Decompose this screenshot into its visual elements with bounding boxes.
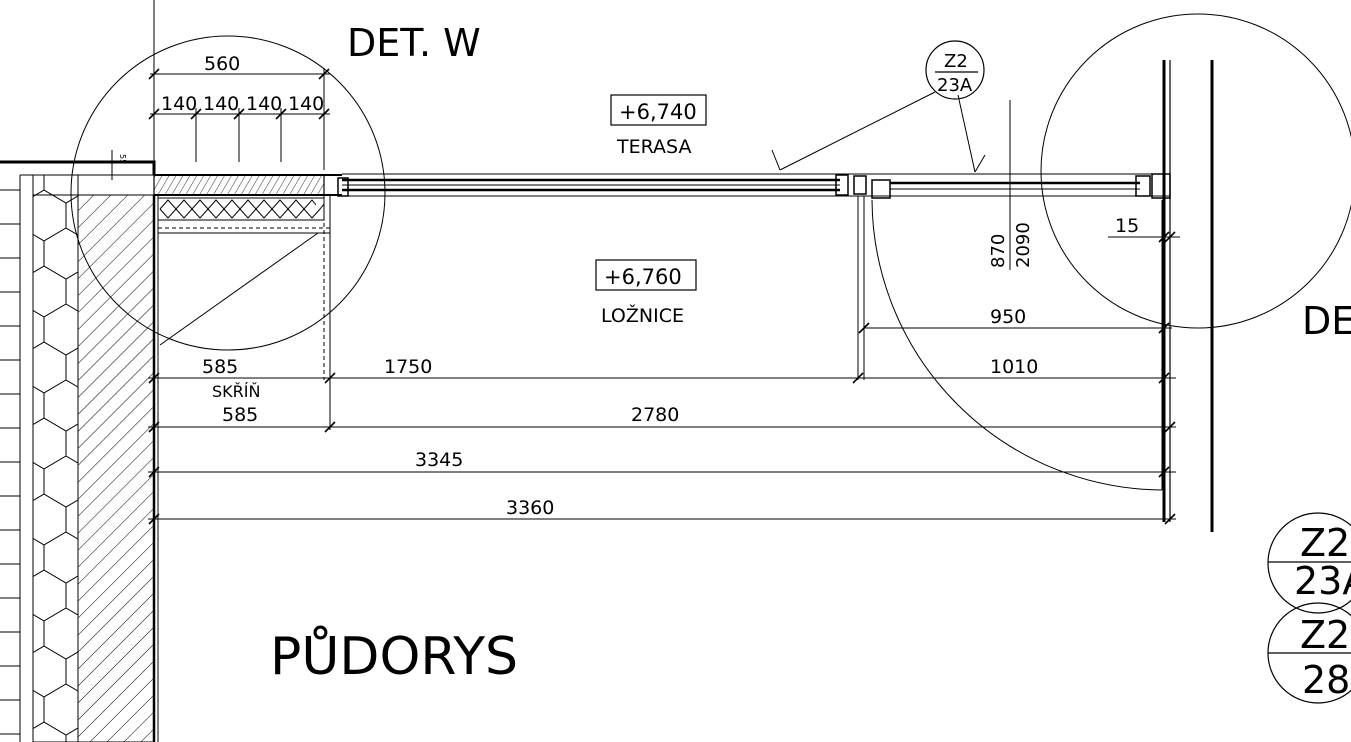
dim-1010: 1010 [990, 356, 1038, 378]
bedroom-level-box [595, 259, 697, 291]
dim-585-b: 585 [222, 404, 258, 426]
detail-w-label: DET. W [347, 21, 481, 65]
detail-circle-right [1040, 13, 1351, 329]
dim-55: 55 [118, 154, 127, 164]
dim-15: 15 [1115, 215, 1139, 237]
dim-140-2: 140 [203, 93, 239, 115]
dim-140-3: 140 [246, 93, 282, 115]
floor-buildup [153, 174, 342, 430]
dim-585-a: 585 [202, 356, 238, 378]
dimension-lines [111, 68, 1180, 525]
callout-right-2-ref: Z2 [1300, 613, 1350, 657]
callout-bubble-right-2 [1267, 602, 1351, 704]
dim-560: 560 [204, 53, 240, 75]
left-wall [0, 0, 159, 742]
callout-right-1-sheet: 23A [1294, 559, 1351, 603]
door [857, 196, 1163, 491]
callout-bubble-right-1 [1267, 512, 1351, 614]
insulation-layer [32, 174, 79, 742]
bedroom-level: +6,760 [604, 265, 682, 289]
facade-brick-lines [0, 175, 21, 742]
right-wall [1162, 60, 1214, 532]
callout-top-sheet: 23A [937, 75, 973, 96]
dim-3345: 3345 [415, 449, 463, 471]
callout-leaders [771, 91, 1011, 270]
callout-right-1-ref: Z2 [1300, 521, 1350, 565]
dim-3360: 3360 [506, 497, 554, 519]
dim-950: 950 [990, 306, 1026, 328]
bedroom-name: LOŽNICE [601, 304, 684, 327]
detail-right-label: DET [1302, 299, 1351, 343]
terrace-level-box [610, 94, 707, 126]
terrace-level: +6,740 [619, 100, 697, 124]
dim-140-1: 140 [161, 93, 197, 115]
callout-bubble-top [925, 40, 985, 100]
callout-top-ref: Z2 [944, 51, 968, 72]
plan-title: PŮDORYS [270, 625, 518, 687]
dim-2090: 2090 [1013, 222, 1034, 268]
masonry-layer [77, 194, 155, 742]
window-sill-profile [337, 173, 1171, 199]
dim-2780: 2780 [631, 404, 679, 426]
callout-right-2-sheet: 28 [1302, 658, 1350, 702]
terrace-name: TERASA [616, 136, 691, 158]
dim-1750: 1750 [384, 356, 432, 378]
wardrobe-label: SKŘÍŇ [212, 382, 260, 401]
dim-140-4: 140 [288, 93, 324, 115]
detail-circle-w [70, 35, 386, 351]
dim-870: 870 [988, 234, 1009, 268]
